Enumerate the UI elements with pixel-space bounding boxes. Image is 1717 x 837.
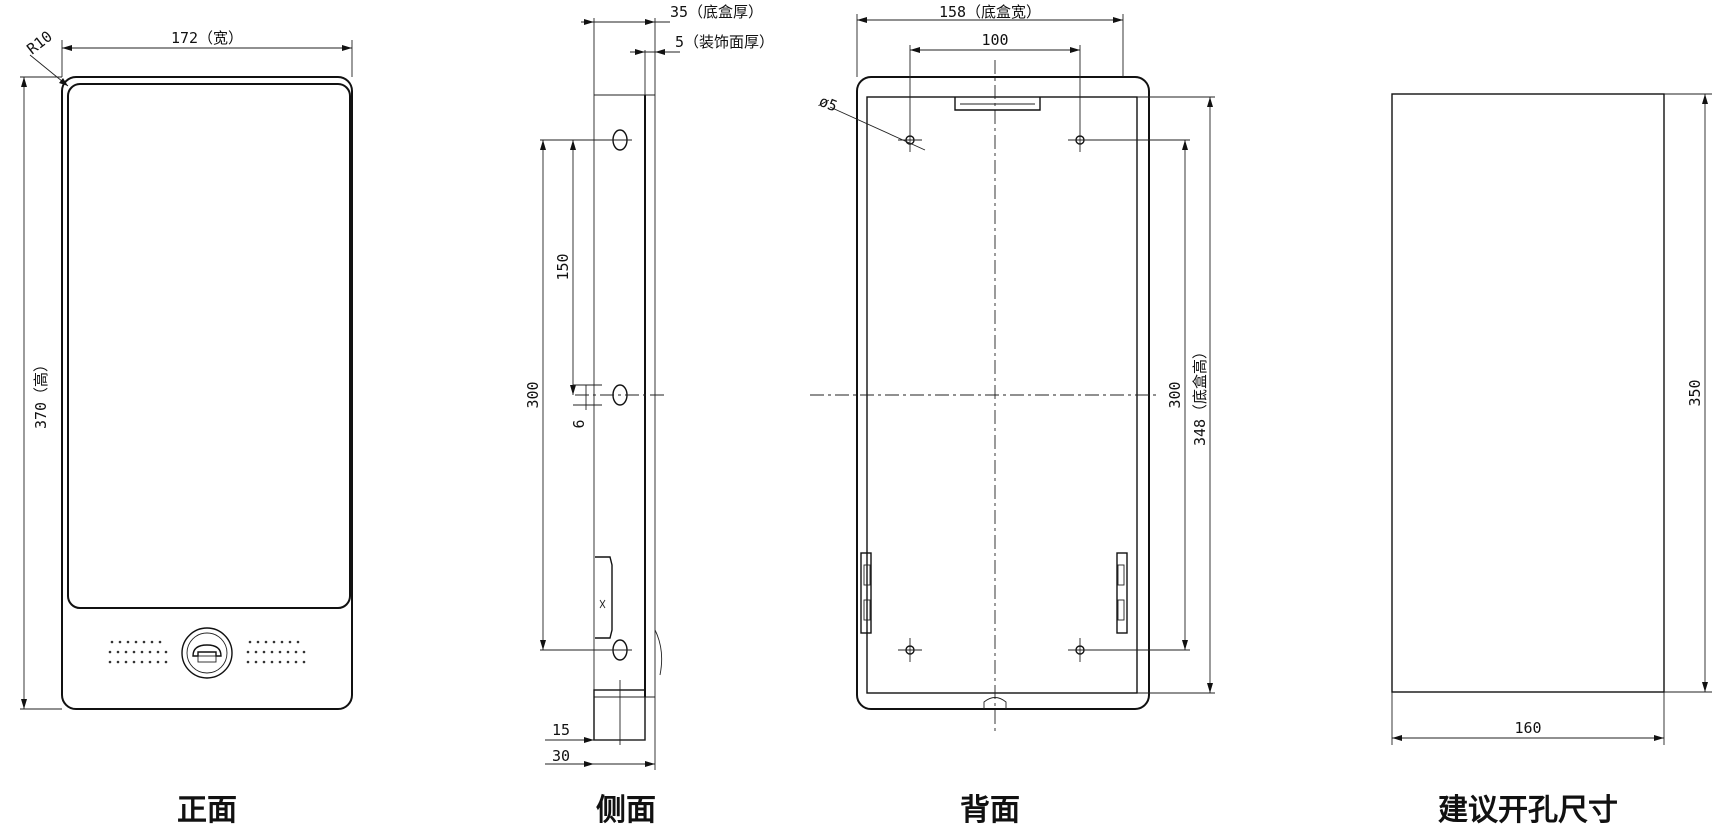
side-box-depth-label: 35（底盒厚） — [670, 3, 763, 21]
side-dim-30: 30 — [552, 747, 570, 765]
speaker-grille-right — [246, 640, 306, 664]
caption-side: 侧面 — [596, 793, 656, 828]
mounting-slots — [540, 129, 665, 661]
back-view: 158（底盒宽） 100 ø5 300 348（底盒高） — [810, 3, 1215, 735]
front-height-label: 370（高） — [32, 357, 50, 429]
back-mounting-holes — [898, 128, 1092, 662]
cutout-height-label: 350 — [1686, 379, 1704, 406]
side-view: 35（底盒厚） 5（装饰面厚） 300 150 6 15 30 — [524, 3, 774, 770]
back-hole-diameter-label: ø5 — [817, 92, 840, 115]
side-panel-thickness-label: 5（装饰面厚） — [675, 33, 774, 51]
front-width-label: 172（宽） — [171, 29, 243, 47]
back-outer-frame — [856, 76, 1150, 710]
front-radius-label: R10 — [23, 27, 55, 58]
cutout-view: 350 160 — [1391, 93, 1712, 745]
caption-cutout: 建议开孔尺寸 — [1438, 793, 1618, 828]
side-latch — [595, 556, 613, 639]
call-button-icon — [181, 627, 233, 679]
cutout-rectangle — [1391, 93, 1665, 693]
side-dim-15: 15 — [552, 721, 570, 739]
back-box-height-label: 348（底盒高） — [1191, 344, 1209, 446]
side-dim-150: 150 — [554, 253, 572, 280]
cutout-width-label: 160 — [1514, 719, 1541, 737]
back-dim-300: 300 — [1166, 381, 1184, 408]
back-box-width-label: 158（底盒宽） — [939, 3, 1041, 21]
side-dim-300: 300 — [524, 381, 542, 408]
side-dim-6: 6 — [570, 419, 588, 428]
speaker-grille-left — [108, 640, 168, 664]
front-outer-frame — [61, 76, 353, 710]
caption-front: 正面 — [177, 793, 237, 828]
front-screen — [67, 83, 351, 609]
back-dim-100: 100 — [981, 31, 1008, 49]
caption-back: 背面 — [960, 793, 1020, 828]
back-top-latch — [954, 97, 1041, 111]
back-side-clips — [860, 552, 1128, 634]
side-base-stub — [593, 689, 646, 741]
front-view: 172（宽） 370（高） R10 — [20, 27, 353, 710]
